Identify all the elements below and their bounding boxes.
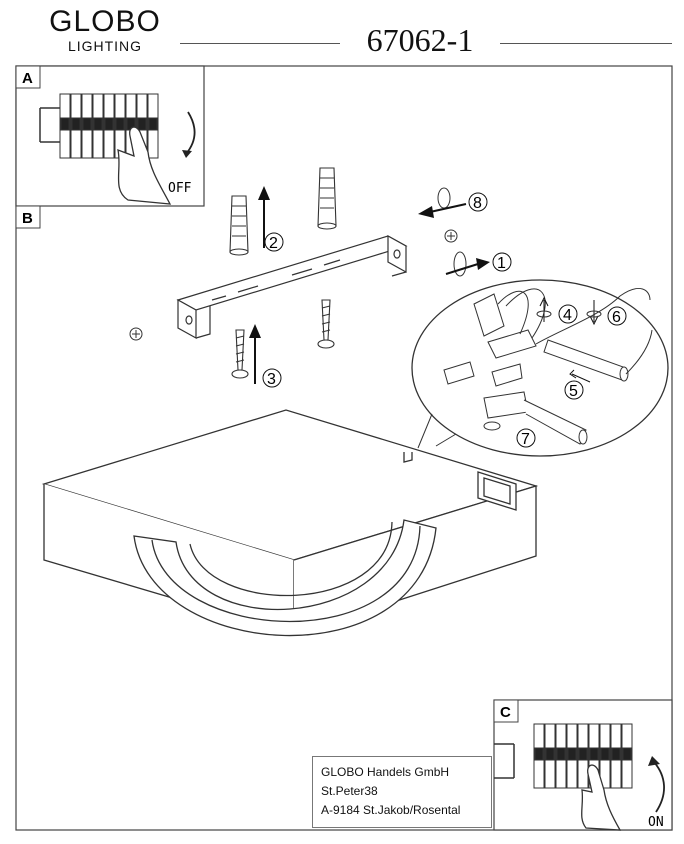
- switch-up-arrow-icon: [653, 761, 665, 813]
- breaker-lever: [60, 117, 70, 131]
- lamp-shade: [133, 519, 437, 637]
- step-arrow-8: 8: [418, 187, 488, 218]
- breaker-lever: [556, 747, 566, 761]
- mounting-bracket: [176, 234, 408, 340]
- step-number-7: 7: [521, 431, 530, 448]
- breaker-lever: [71, 117, 81, 131]
- screw-right: [317, 299, 335, 349]
- switch-off-text: OFF: [168, 181, 192, 196]
- address-line-3: A-9184 St.Jakob/Rosental: [321, 803, 461, 817]
- breaker-lever: [622, 747, 632, 761]
- step-number-6: 6: [612, 309, 621, 326]
- breaker-lever: [534, 747, 544, 761]
- screw-head-left: [129, 327, 143, 341]
- wiring-detail: 4 6 5 7: [411, 279, 669, 457]
- panel-a: A OFF: [15, 65, 205, 207]
- panel-c-label: C: [500, 704, 511, 721]
- screw-left: [231, 329, 249, 379]
- breaker-lever: [578, 747, 588, 761]
- brand-subtitle: LIGHTING: [67, 38, 143, 54]
- wall-plug-right: [317, 167, 337, 230]
- step-number-8: 8: [473, 195, 482, 212]
- switch-on-text: ON: [648, 815, 664, 830]
- hand-icon-c: [581, 764, 622, 831]
- breaker-lever: [611, 747, 621, 761]
- model-number: 67062-1: [340, 22, 500, 59]
- breaker-lever: [567, 747, 577, 761]
- breaker-lever: [589, 747, 599, 761]
- step-number-3: 3: [267, 371, 276, 388]
- step-number-4: 4: [563, 307, 572, 324]
- screw-head-right: [444, 229, 458, 243]
- breaker-lever: [82, 117, 92, 131]
- breaker-lever: [137, 117, 147, 131]
- step-arrow-2: 2: [258, 186, 284, 252]
- panel-c: C ON: [493, 699, 673, 831]
- panel-b-label: B: [22, 210, 33, 227]
- breaker-lever: [104, 117, 114, 131]
- breaker-lever: [148, 117, 158, 131]
- step-arrow-1: 1: [445, 251, 512, 277]
- address-line-1: GLOBO Handels GmbH: [321, 765, 450, 779]
- hand-icon: [117, 126, 172, 205]
- step-arrow-3: 3: [249, 324, 282, 388]
- brand-logo: GLOBO LIGHTING: [30, 5, 180, 55]
- address-line-2: St.Peter38: [321, 784, 378, 798]
- manufacturer-address: GLOBO Handels GmbH St.Peter38 A-9184 St.…: [312, 756, 492, 828]
- panel-a-label: A: [22, 70, 33, 87]
- step-number-5: 5: [569, 383, 578, 400]
- step-number-2: 2: [269, 235, 278, 252]
- breaker-lever: [545, 747, 555, 761]
- breaker-lever: [93, 117, 103, 131]
- lamp-housing: [41, 409, 539, 635]
- panel-b-frame: [15, 65, 673, 831]
- breaker-strip-c: [533, 723, 633, 789]
- step-number-1: 1: [497, 255, 506, 272]
- brand-name: GLOBO: [49, 5, 161, 38]
- breaker-lever: [115, 117, 125, 131]
- wall-plug-left: [229, 195, 249, 256]
- breaker-lever: [600, 747, 610, 761]
